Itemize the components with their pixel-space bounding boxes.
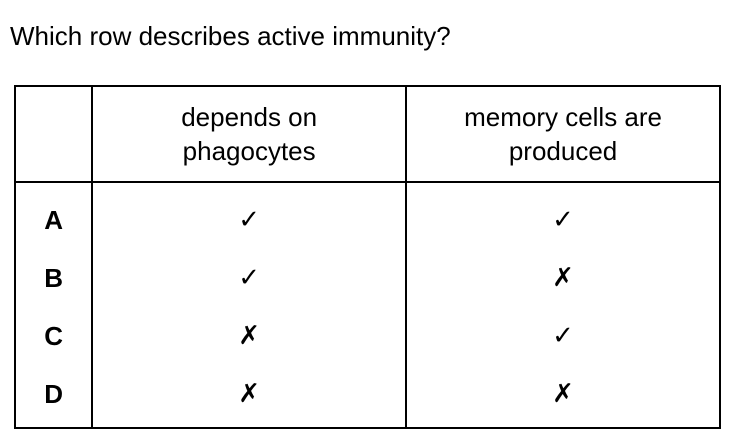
mark-memory-cells-produced: ✓	[405, 307, 720, 365]
mark-memory-cells-produced: ✓	[405, 182, 720, 249]
question-text: Which row describes active immunity?	[10, 21, 451, 51]
table-row: B ✓ ✗	[15, 249, 720, 307]
mark-memory-cells-produced: ✗	[405, 365, 720, 428]
mark-depends-on-phagocytes: ✗	[91, 307, 407, 365]
row-label: C	[44, 320, 63, 351]
header-empty-cell	[15, 86, 93, 183]
mark-depends-on-phagocytes: ✗	[91, 365, 407, 428]
row-label: D	[44, 378, 63, 409]
mark-memory-cells-produced: ✗	[405, 249, 720, 307]
table-row: C ✗ ✓	[15, 307, 720, 365]
mark-depends-on-phagocytes: ✓	[91, 249, 407, 307]
row-label: B	[44, 262, 63, 293]
row-label: A	[44, 204, 63, 235]
mark-depends-on-phagocytes: ✓	[91, 182, 407, 249]
table-row: D ✗ ✗	[15, 365, 720, 428]
table-row: A ✓ ✓	[15, 182, 720, 249]
